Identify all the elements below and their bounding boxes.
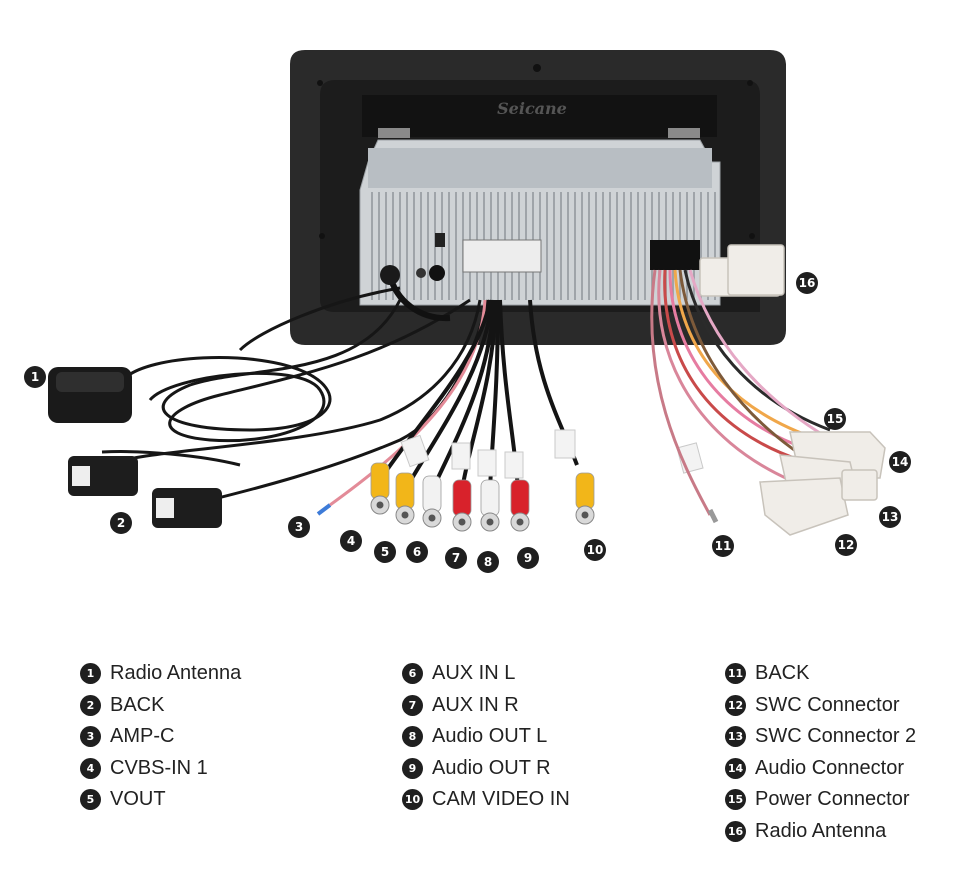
legend-item: 6 AUX IN L [402, 658, 570, 690]
legend-number: 10 [402, 789, 423, 811]
legend-item: 16 Radio Antenna [725, 816, 916, 848]
legend-number: 1 [80, 663, 101, 685]
legend-label: CAM VIDEO IN [432, 788, 570, 811]
amp-wire-tip [316, 503, 332, 516]
rca-plug-audio-out-r [510, 479, 530, 532]
callout-15: 15 [824, 408, 846, 430]
legend-item: 15 Power Connector [725, 784, 916, 816]
rca-plug-vout [395, 472, 415, 525]
legend-item: 3 AMP-C [80, 721, 241, 753]
callout-2: 2 [110, 512, 132, 534]
harness-connectors [699, 244, 886, 536]
back-wire-tip [707, 508, 719, 524]
legend-number: 11 [725, 663, 746, 685]
callout-16: 16 [796, 272, 818, 294]
legend-number: 9 [402, 757, 423, 779]
legend-label: AMP-C [110, 725, 175, 748]
rca-plug-cvbs-in [370, 462, 390, 515]
legend-label: Audio OUT R [432, 756, 551, 779]
callout-5: 5 [374, 541, 396, 563]
legend-label: Radio Antenna [755, 819, 887, 842]
legend-number: 12 [725, 694, 746, 716]
rca-plug-aux-in-l [422, 475, 442, 528]
legend-item: 10 CAM VIDEO IN [402, 784, 570, 816]
wiring-diagram: Seicane [48, 50, 886, 536]
callout-3: 3 [288, 516, 310, 538]
legend-item: 4 CVBS-IN 1 [80, 753, 241, 785]
callout-10: 10 [584, 539, 606, 561]
legend-number: 16 [725, 820, 746, 842]
legend-number: 3 [80, 726, 101, 748]
callout-7: 7 [445, 547, 467, 569]
legend-item: 5 VOUT [80, 784, 241, 816]
power-harness [650, 269, 841, 516]
callout-8: 8 [477, 551, 499, 573]
legend-label: Radio Antenna [110, 662, 242, 685]
legend-number: 4 [80, 757, 101, 779]
legend-column-1: 1 Radio Antenna 2 BACK 3 AMP-C 4 CVBS-IN 1 5… [80, 658, 241, 816]
rca-plug-audio-out-l [480, 479, 500, 532]
callout-11: 11 [712, 535, 734, 557]
legend-label: AUX IN R [432, 693, 519, 716]
legend-item: 12 SWC Connector [725, 690, 916, 722]
legend-item: 2 BACK [80, 690, 241, 722]
legend-number: 8 [402, 726, 423, 748]
legend-label: VOUT [110, 788, 166, 811]
legend-number: 2 [80, 694, 101, 716]
legend-label: Audio OUT L [432, 725, 548, 748]
legend-number: 6 [402, 663, 423, 685]
callout-14: 14 [889, 451, 911, 473]
callout-6: 6 [406, 541, 428, 563]
legend-label: BACK [755, 662, 810, 685]
legend-label: AUX IN L [432, 662, 516, 685]
legend-number: 13 [725, 726, 746, 748]
legend-item: 8 Audio OUT L [402, 721, 570, 753]
callout-4: 4 [340, 530, 362, 552]
legend-item: 14 Audio Connector [725, 753, 916, 785]
callout-9: 9 [517, 547, 539, 569]
legend-label: BACK [110, 693, 165, 716]
antenna-cables [101, 286, 490, 502]
legend-label: SWC Connector 2 [755, 725, 917, 748]
rca-plug-cam-video-in [575, 472, 595, 525]
legend-number: 5 [80, 789, 101, 811]
legend-item: 11 BACK [725, 658, 916, 690]
legend-item: 9 Audio OUT R [402, 753, 570, 785]
head-unit: Seicane [290, 50, 786, 345]
callout-13: 13 [879, 506, 901, 528]
legend-column-2: 6 AUX IN L 7 AUX IN R 8 Audio OUT L 9 Audio … [402, 658, 570, 816]
usb-cable-2 [152, 488, 222, 528]
legend-item: 1 Radio Antenna [80, 658, 241, 690]
legend-label: SWC Connector [755, 693, 900, 716]
gps-antenna [48, 367, 132, 423]
legend-number: 7 [402, 694, 423, 716]
legend-number: 14 [725, 757, 746, 779]
legend-column-3: 11 BACK 12 SWC Connector 13 SWC Connector 2… [725, 658, 916, 847]
legend-label: Audio Connector [755, 756, 904, 779]
legend-number: 15 [725, 789, 746, 811]
legend-item: 7 AUX IN R [402, 690, 570, 722]
rca-plugs [370, 462, 595, 532]
rca-plug-aux-in-r [452, 479, 472, 532]
brand-logo: Seicane [497, 99, 567, 118]
legend-item: 13 SWC Connector 2 [725, 721, 916, 753]
cable-tags [400, 429, 704, 479]
legend-label: CVBS-IN 1 [110, 756, 208, 779]
callout-1: 1 [24, 366, 46, 388]
callout-12: 12 [835, 534, 857, 556]
legend-label: Power Connector [755, 788, 910, 811]
usb-cable-1 [68, 456, 138, 496]
